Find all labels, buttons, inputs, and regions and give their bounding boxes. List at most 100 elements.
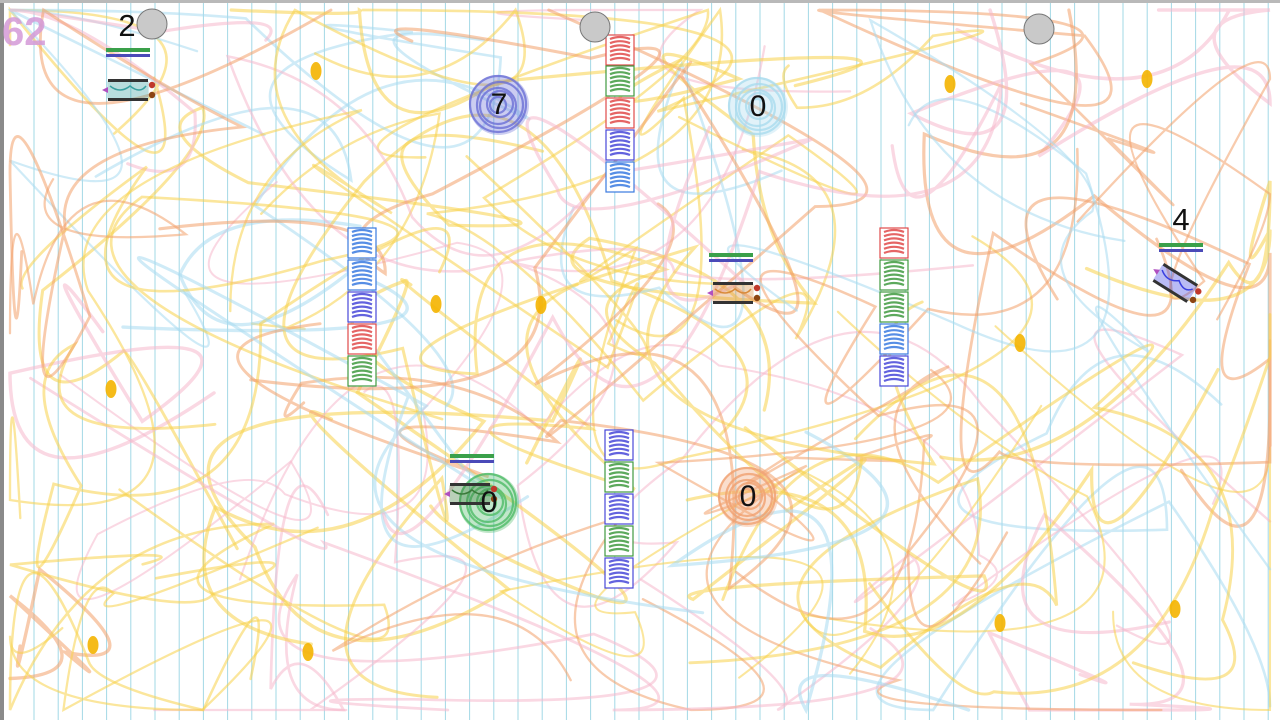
wall-block [347, 291, 377, 323]
scribble [9, 8, 273, 174]
scribble [8, 7, 333, 379]
wall-block [604, 461, 634, 493]
wall-block [879, 355, 909, 387]
wall-block [605, 65, 635, 97]
scribble [225, 54, 975, 281]
scribble [868, 17, 1272, 571]
wall-block [605, 97, 635, 129]
scribble [907, 8, 1272, 158]
coin-icon [87, 636, 99, 654]
scribble [273, 7, 649, 370]
orange-base-value: 0 [739, 480, 757, 513]
coin-icon [430, 295, 442, 313]
wall-block [605, 129, 635, 161]
wall-block [604, 493, 634, 525]
tank-p2 [707, 282, 761, 304]
wall-block [604, 429, 634, 461]
wall-block [605, 161, 635, 193]
tank-p4 [1152, 263, 1202, 304]
wall-block [879, 323, 909, 355]
spawn-markers [136, 8, 1055, 45]
wall-block [347, 323, 377, 355]
scribble [759, 147, 1079, 628]
scribble [688, 373, 1059, 670]
spawn-marker-2 [579, 11, 611, 43]
scribble [8, 488, 390, 712]
scribble [252, 32, 531, 408]
scribble [35, 227, 451, 569]
scribble [8, 283, 216, 460]
wall-block [879, 259, 909, 291]
tank-p3 [444, 483, 498, 505]
coin-icon [1014, 334, 1026, 352]
coin-icon [302, 643, 314, 661]
scribble [939, 180, 1272, 462]
scribble [959, 196, 1272, 473]
coin-icon [944, 75, 956, 93]
scribble [426, 6, 837, 403]
scribble [666, 430, 971, 715]
wall-block [879, 227, 909, 259]
scribble [8, 526, 319, 713]
scribble [734, 365, 982, 620]
round-timer: 62 [2, 10, 47, 54]
scribble [498, 469, 895, 679]
orange-base [717, 466, 778, 527]
wall-layer [347, 34, 909, 589]
wall-block [604, 557, 634, 589]
wall-block [605, 34, 635, 66]
wall-block [347, 355, 377, 387]
wall-block [347, 259, 377, 291]
scribble [875, 354, 1272, 712]
scribble [525, 116, 813, 302]
player-score-1: 2 [118, 8, 136, 43]
scribble [419, 242, 937, 511]
scribble [282, 113, 749, 699]
lightblue-base-value: 0 [749, 90, 767, 123]
coin-icon [105, 380, 117, 398]
scribble [20, 165, 444, 421]
spawn-marker-1 [136, 8, 168, 40]
tank-p1 [102, 79, 156, 101]
scribble [269, 484, 658, 712]
coin-icon [1169, 600, 1181, 618]
scribble [361, 8, 985, 113]
scribble [9, 553, 276, 604]
scribble [987, 512, 1213, 712]
wall-block [604, 525, 634, 557]
spawn-marker-3 [1023, 13, 1055, 45]
scribble [229, 7, 863, 115]
lightblue-base [727, 76, 788, 137]
coin-layer [87, 62, 1181, 661]
scribble [249, 60, 800, 391]
scribble [236, 322, 562, 479]
coin-icon [310, 62, 322, 80]
scribble [153, 385, 468, 712]
scribble [137, 256, 705, 615]
scribble [206, 357, 582, 643]
coin-icon [1141, 70, 1153, 88]
scribble [8, 178, 189, 335]
wall-block [347, 227, 377, 259]
scribble [8, 6, 168, 154]
blue-base-value: 7 [490, 88, 508, 121]
tank-layer [102, 48, 1203, 505]
scribble [8, 108, 363, 520]
scribble [510, 45, 1172, 646]
coin-icon [994, 614, 1006, 632]
crayon-scribbles [7, 6, 1272, 715]
scribble [868, 313, 1272, 696]
health-bar-p3 [450, 454, 494, 463]
player-score-4: 4 [1172, 202, 1190, 237]
wall-block [879, 291, 909, 323]
top-frame [0, 0, 1280, 3]
coin-icon [535, 296, 547, 314]
left-frame [0, 0, 4, 720]
scribble [29, 376, 904, 712]
health-bar-p1 [106, 48, 150, 57]
scribble [376, 8, 749, 286]
scribble [1076, 61, 1272, 321]
health-bar-p4 [1159, 243, 1203, 252]
